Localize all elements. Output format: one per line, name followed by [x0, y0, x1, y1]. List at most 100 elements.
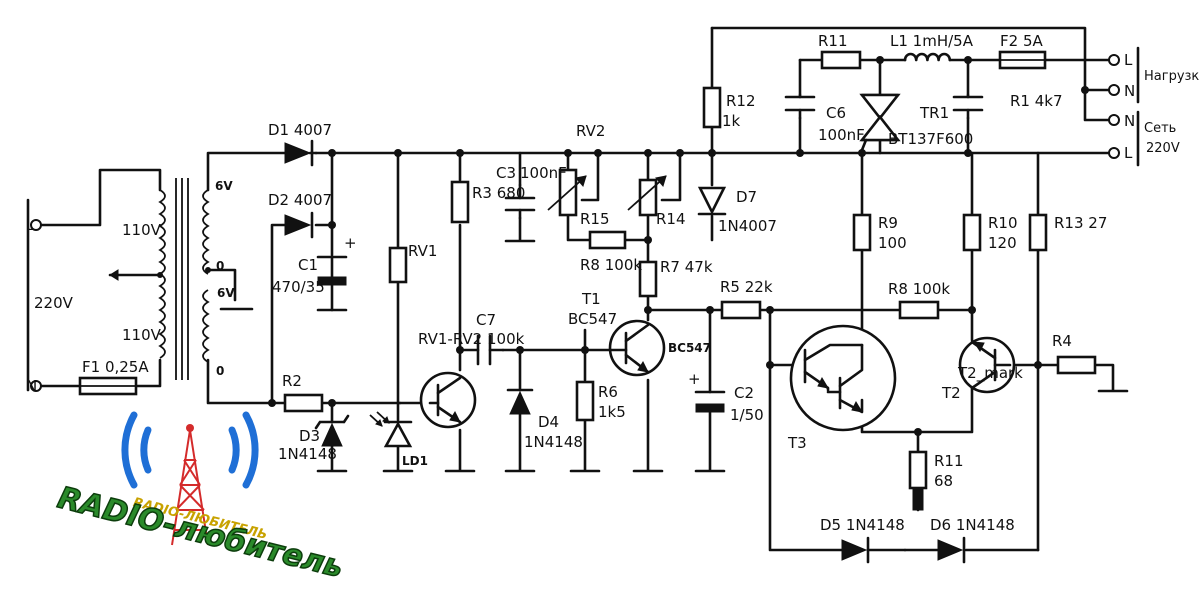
label-d7-val: 1N4007 — [718, 217, 777, 235]
label-c2-ref: C2 — [734, 384, 754, 402]
terminal-right-n1: N — [1124, 82, 1135, 100]
label-d4-val: 1N4148 — [524, 433, 583, 451]
label-t2-ref: T1 — [581, 290, 601, 308]
label-0-bottom: 0 — [216, 364, 224, 378]
label-t2-val: BC547 — [568, 310, 617, 328]
label-r11-val: 68 — [934, 472, 953, 490]
label-t3-ref: T2_mark — [957, 364, 1023, 383]
label-r15-ref: RV1 — [408, 242, 437, 260]
label-c6-val: 100nF — [818, 126, 865, 144]
label-r14-ref: R12 — [726, 92, 756, 110]
label-c1-ref: C1 — [298, 256, 318, 274]
label-c5: C7 — [476, 311, 496, 329]
wires — [26, 26, 1115, 552]
label-rv-pair: RV2 — [576, 122, 605, 140]
resistor-r5 — [720, 300, 762, 320]
resistor-r8 — [898, 300, 940, 320]
label-d3-ref: D3 — [299, 427, 320, 445]
diode-d2 — [284, 214, 312, 236]
resistor-r15 — [388, 246, 408, 284]
resistor-r14 — [702, 86, 722, 129]
label-d6: D6 1N4148 — [930, 516, 1015, 534]
label-6v-top: 6V — [215, 179, 233, 193]
transistor-t4 — [789, 324, 897, 432]
label-r10-ref: R10 — [988, 214, 1018, 232]
label-mains-voltage: 220V — [1146, 141, 1180, 156]
potentiometers — [547, 168, 667, 217]
label-110v-bottom: 110V — [122, 326, 162, 344]
transistors — [419, 319, 1016, 432]
resistor-r4 — [575, 380, 595, 422]
label-mains: Сеть — [1144, 121, 1176, 136]
resistor-r7 — [588, 230, 627, 250]
label-0-mid: 0 — [216, 259, 224, 273]
label-r13: R11 — [818, 32, 848, 50]
label-r10-val: 120 — [988, 234, 1017, 252]
label-tr1-ref: TR1 — [919, 104, 949, 122]
diodes — [284, 139, 966, 564]
label-c3-ref: C3 — [496, 164, 516, 182]
label-6v-mid: 6V — [217, 286, 235, 300]
label-d5: D5 1N4148 — [820, 516, 905, 534]
label-tr1-val: BT137F600 — [888, 130, 973, 148]
label-l1: L1 1mH/5A — [890, 32, 974, 50]
label-r3: R4 — [1052, 332, 1072, 350]
resistor-r9 — [852, 213, 872, 252]
label-r4-val: 1k5 — [598, 403, 626, 421]
label-r11-visible-ref: R11 — [934, 452, 964, 470]
resistor-r2 — [450, 180, 470, 224]
diode-d4 — [509, 390, 531, 415]
transistor-t2 — [608, 319, 666, 377]
label-d7-ref: D7 — [736, 188, 757, 206]
label-t1-ref: RV1-RV2 100k — [418, 330, 525, 348]
label-r9-val: 100 — [878, 234, 907, 252]
terminals — [30, 46, 1140, 392]
labels: L N 110V 110V 220V 6V 0 6V 0 F1 0,25A D1… — [26, 32, 1200, 534]
label-d1: D1 4007 — [268, 121, 332, 139]
label-c7-ref: R1 4k7 — [1010, 92, 1063, 110]
label-r14-val: 1k — [722, 112, 741, 130]
led-ld1 — [383, 421, 413, 448]
resistor-r1 — [283, 393, 324, 413]
inductor-l1 — [903, 52, 952, 62]
terminal-right-l1: L — [1124, 51, 1133, 69]
terminal-left-n: N — [26, 377, 37, 395]
label-c2-plus: + — [688, 370, 701, 388]
label-d3-val: 1N4148 — [278, 445, 337, 463]
label-rv1: R14 — [656, 210, 686, 228]
label-r7: R8 100k — [580, 256, 642, 274]
capacitors — [316, 93, 984, 413]
resistors — [78, 50, 1097, 490]
terminal-right-n2: N — [1124, 112, 1135, 130]
label-110v-top: 110V — [122, 221, 162, 239]
diode-d5 — [841, 539, 868, 561]
label-r8-visible: R8 100k — [888, 280, 950, 298]
label-t4: T3 — [787, 434, 807, 452]
label-c3-val: 100nF — [520, 164, 567, 182]
label-c6-ref: C6 — [826, 104, 846, 122]
junction-dots — [157, 56, 1089, 436]
label-f1: F1 0,25A — [82, 358, 149, 376]
terminal-right-l2: L — [1124, 144, 1133, 162]
label-220v-left: 220V — [34, 294, 74, 312]
label-r2-ref: R3 680 — [472, 184, 525, 202]
triac-tr1 — [859, 93, 901, 155]
transistor-t3 — [958, 336, 1016, 394]
label-rv2: R15 — [580, 210, 610, 228]
label-ld1: LD1 — [402, 454, 428, 468]
diode-d7 — [697, 186, 727, 215]
resistor-r13 — [820, 50, 862, 70]
label-t3-val: T2 — [941, 384, 961, 402]
label-d4-ref: D4 — [538, 413, 559, 431]
label-d2: D2 4007 — [268, 191, 332, 209]
diode-d3 — [321, 422, 343, 447]
diode-d6 — [937, 539, 964, 561]
resistor-r12 — [1028, 213, 1048, 252]
transformer — [109, 178, 210, 380]
terminal-left-l: L — [26, 216, 35, 234]
label-c2-val: 1/50 — [730, 406, 764, 424]
label-r1: R2 — [282, 372, 302, 390]
transistor-t1 — [419, 371, 477, 429]
resistor-r3 — [1056, 355, 1097, 375]
label-c1-val: 470/35 — [272, 278, 325, 296]
